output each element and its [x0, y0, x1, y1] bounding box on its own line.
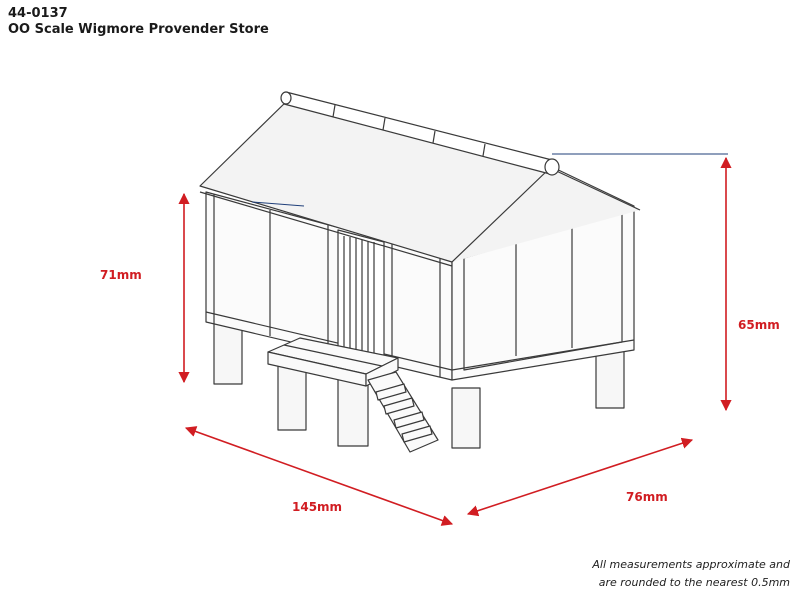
dimension-label-depth: 76mm — [626, 490, 668, 504]
entrance-platform — [267, 337, 399, 387]
ridge-roll — [280, 91, 560, 176]
plank-door — [337, 229, 385, 361]
dimension-label-length: 145mm — [292, 500, 343, 514]
leader-line-left — [251, 201, 305, 207]
provender-store-illustration — [199, 91, 641, 453]
dimension-arrows — [178, 156, 732, 526]
entrance-steps — [367, 371, 439, 453]
dimension-arrow-depth — [466, 437, 694, 517]
dimension-label-height-left: 71mm — [100, 268, 142, 282]
leader-lines — [251, 153, 728, 207]
footnote-line-2: are rounded to the nearest 0.5mm — [598, 576, 790, 589]
dimension-label-height-right: 65mm — [738, 318, 780, 332]
product-name: OO Scale Wigmore Provender Store — [8, 22, 269, 37]
footnote-line-1: All measurements approximate and — [592, 558, 790, 571]
product-code: 44-0137 — [8, 6, 68, 21]
dimension-arrow-length — [184, 426, 454, 526]
